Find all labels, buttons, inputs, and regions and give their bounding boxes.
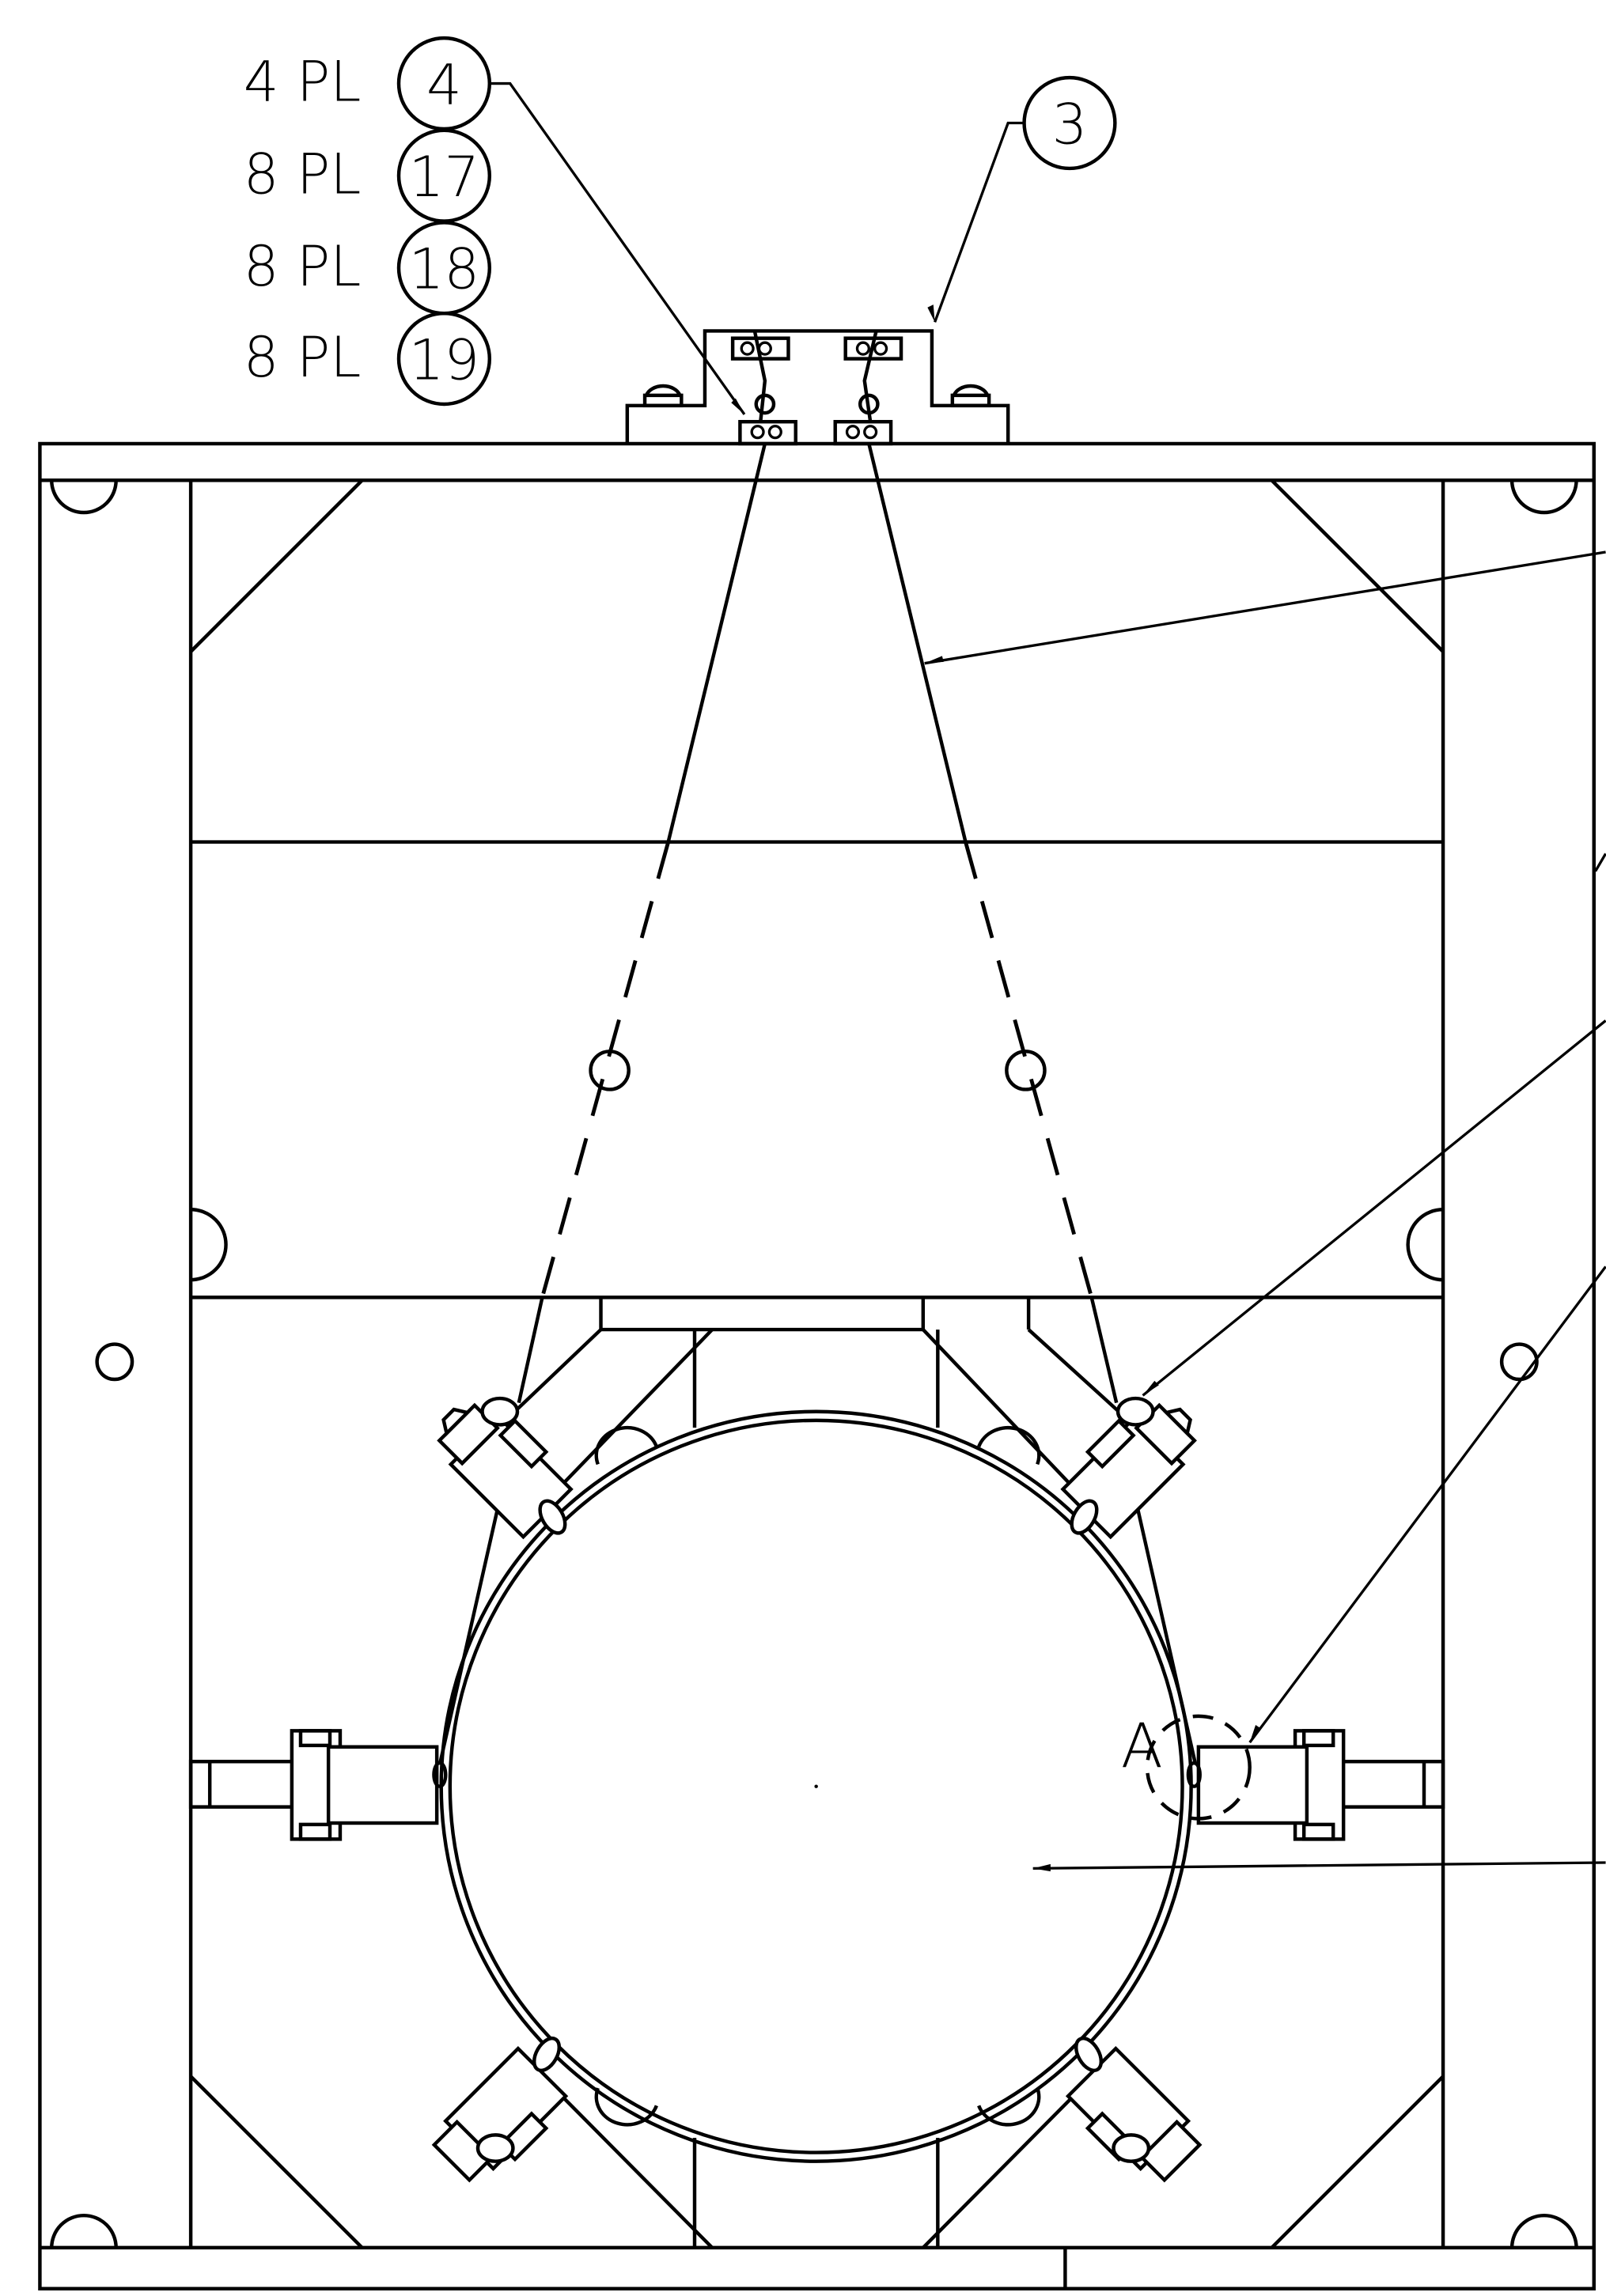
suspension-cables [437, 443, 1198, 1765]
lower-right-clamp [1065, 2045, 1203, 2183]
right-side-clamp [1186, 1729, 1445, 1841]
callout-row: 4 PL 4 [244, 36, 492, 131]
callout-row: 8 PL 19 [244, 311, 492, 407]
top-mount-block [625, 329, 1010, 446]
balloon-3: 3 [1022, 75, 1117, 171]
callout-list: 4 PL 4 8 PL 17 8 PL 18 8 PL 19 [244, 36, 492, 407]
callout-qty: 8 PL [244, 325, 362, 390]
balloon-3-label: 3 [1052, 92, 1088, 157]
left-side-clamp [188, 1729, 448, 1841]
callout-qty: 4 PL [244, 50, 362, 115]
lower-shackles [475, 2036, 1151, 2163]
lower-left-clamp [431, 2045, 569, 2183]
frame [38, 441, 1596, 2290]
callout-qty: 8 PL [244, 142, 362, 206]
callout-item-balloon: 19 [409, 328, 480, 393]
callout-item-balloon: 4 [426, 52, 462, 117]
callout-row: 8 PL 17 [244, 128, 492, 223]
detail-a-label: A [1121, 1712, 1163, 1783]
lower-cradle [540, 2075, 1095, 2249]
leader-lines [491, 81, 1606, 1872]
callout-row: 8 PL 18 [244, 221, 492, 316]
callout-item-balloon: 17 [409, 145, 480, 210]
upper-cradle [507, 1297, 1127, 1510]
callout-qty: 8 PL [244, 234, 362, 299]
detail-a-marker: A [1121, 1712, 1252, 1821]
callout-item-balloon: 18 [409, 237, 480, 302]
upper-cable-shackles [480, 1396, 1155, 1535]
